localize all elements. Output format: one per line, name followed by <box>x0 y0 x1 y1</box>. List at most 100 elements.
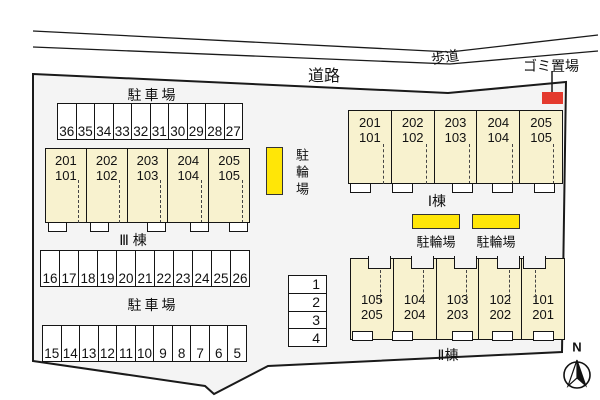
unit-number: 101 <box>532 292 554 307</box>
parking-stall: 1 <box>289 276 326 294</box>
parking-stall: 26 <box>232 271 248 286</box>
parking-stall: 18 <box>79 251 98 286</box>
parking-stall: 34 <box>95 104 114 139</box>
parking-row-side: 1 2 3 4 <box>288 275 327 347</box>
bike-parking-label-right: 駐輪場 <box>476 234 516 250</box>
parking-stall: 32 <box>132 104 151 139</box>
entry-path-dashed <box>160 180 161 223</box>
entrance-porch <box>392 331 413 341</box>
entry-path-dashed <box>535 270 536 302</box>
unit-number: 103 <box>446 292 469 307</box>
parking-stall: 30 <box>169 104 188 139</box>
unit-number: 203 <box>136 153 159 168</box>
unit-number: 104 <box>487 130 510 145</box>
parking-stall: 6 <box>210 326 229 361</box>
parking-stall: 8 <box>173 326 192 361</box>
parking-stall: 35 <box>77 104 95 139</box>
unit-number: 204 <box>403 307 426 322</box>
parking-stall: 12 <box>99 326 118 361</box>
unit-number: 103 <box>444 130 467 145</box>
entrance-porch <box>90 222 109 232</box>
parking-stall: 22 <box>155 251 174 286</box>
parking-row-top: 36 35 34 33 32 31 30 29 28 27 <box>57 103 243 140</box>
entry-notch <box>523 256 546 269</box>
unit-number: 105 <box>361 292 383 307</box>
unit-number: 203 <box>444 115 467 130</box>
garbage-marker <box>542 92 563 104</box>
bike-parking-marker-right <box>472 214 520 229</box>
parking-stall: 9 <box>154 326 173 361</box>
entrance-porch <box>147 222 166 232</box>
unit-number: 205 <box>530 115 552 130</box>
parking-stall: 14 <box>62 326 81 361</box>
entrance-porch <box>229 222 248 232</box>
unit-number: 104 <box>177 168 200 183</box>
entry-path-dashed <box>423 270 424 302</box>
entrance-porch <box>48 222 67 232</box>
unit-number: 205 <box>218 153 240 168</box>
building-2-label: Ⅱ棟 <box>437 347 459 363</box>
parking-stall: 28 <box>206 104 225 139</box>
entrance-porch <box>534 183 555 193</box>
unit-number: 204 <box>177 153 200 168</box>
parking-stall: 11 <box>117 326 136 361</box>
compass-rose <box>563 359 591 389</box>
unit-number: 103 <box>136 168 159 183</box>
entrance-porch <box>350 183 371 193</box>
unit-number: 202 <box>95 153 118 168</box>
parking-stall: 27 <box>225 124 241 139</box>
unit-number: 202 <box>401 115 424 130</box>
bike-parking-label-center: 駐輪場 <box>294 148 309 199</box>
parking-row-mid: 16 17 18 19 20 21 22 23 24 25 26 <box>40 250 250 287</box>
entry-notch <box>368 256 391 269</box>
parking-stall: 15 <box>43 326 62 361</box>
entry-path-dashed <box>78 180 79 223</box>
entrance-porch <box>352 331 373 341</box>
entrance-porch <box>452 183 473 193</box>
entry-path-dashed <box>426 144 427 184</box>
unit-number: 201 <box>532 307 554 322</box>
parking-stall: 20 <box>117 251 136 286</box>
entrance-porch <box>492 331 513 341</box>
road-upper-line <box>32 30 599 53</box>
parking-stall: 36 <box>58 104 77 139</box>
parking-label-bottom: 駐車場 <box>127 297 179 313</box>
unit-number: 101 <box>359 130 381 145</box>
parking-stall: 13 <box>80 326 99 361</box>
parking-stall: 5 <box>233 346 241 361</box>
entrance-porch <box>392 183 413 193</box>
entry-path-dashed <box>509 270 510 302</box>
entry-path-dashed <box>380 270 381 302</box>
parking-stall: 17 <box>60 251 79 286</box>
entry-path-dashed <box>466 270 467 302</box>
parking-row-low: 15 14 13 12 11 10 9 8 7 6 5 <box>42 325 247 362</box>
road-lower-line <box>32 46 599 65</box>
unit-number: 201 <box>55 153 77 168</box>
unit-number: 102 <box>489 292 512 307</box>
road-label: 道路 <box>307 68 341 85</box>
entry-path-dashed <box>469 144 470 184</box>
unit-number: 205 <box>361 307 383 322</box>
unit-number: 202 <box>489 307 512 322</box>
unit-number: 101 <box>55 168 77 183</box>
parking-stall: 29 <box>188 104 206 139</box>
parking-label-top: 駐車場 <box>127 87 179 103</box>
unit-number: 204 <box>487 115 510 130</box>
parking-stall: 19 <box>98 251 117 286</box>
parking-stall: 4 <box>312 329 320 346</box>
entry-notch <box>497 256 520 269</box>
entry-path-dashed <box>242 180 243 223</box>
parking-stall: 3 <box>289 312 326 330</box>
